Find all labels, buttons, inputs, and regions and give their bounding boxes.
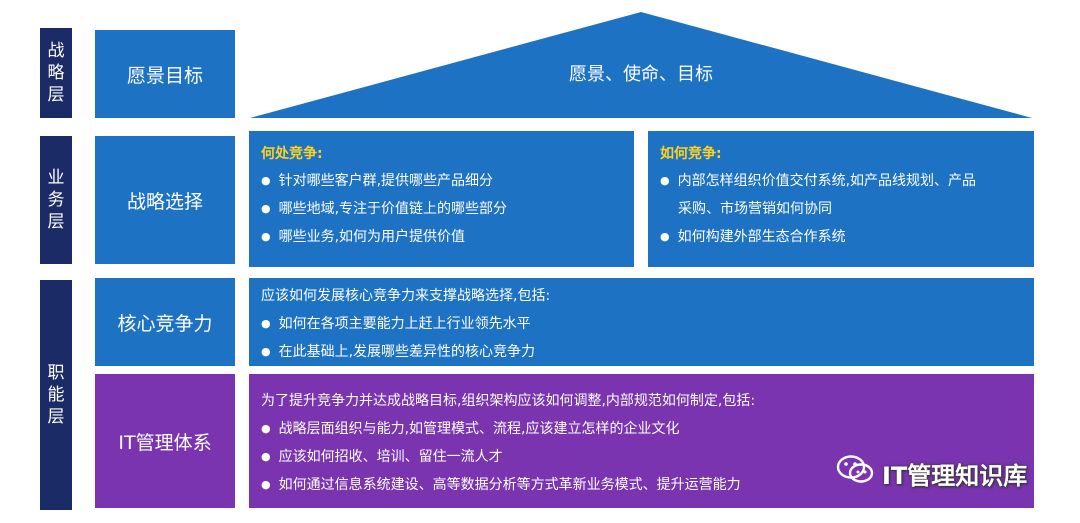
category-vision: 愿景目标 <box>95 30 235 118</box>
it-item: 应该如何招收、培训、留住一流人才 <box>261 443 1022 471</box>
it-intro: 为了提升竞争力并达成战略目标,组织架构应该如何调整,内部规范如何制定,包括: <box>261 393 756 409</box>
roof-triangle <box>250 12 1032 118</box>
core-item: 在此基础上,发展哪些差异性的核心竞争力 <box>261 338 1022 366</box>
it-item: 战略层面组织与能力,如管理模式、流程,应该建立怎样的企业文化 <box>261 415 1022 443</box>
core-item: 如何在各项主要能力上赶上行业领先水平 <box>261 310 1022 338</box>
panel-it-management: 为了提升竞争力并达成战略目标,组织架构应该如何调整,内部规范如何制定,包括: 战… <box>249 374 1034 508</box>
layer-label-function: 职 能 层 <box>40 280 72 510</box>
how-compete-item-continued: 采购、市场营销如何协同 <box>678 201 832 217</box>
wechat-icon <box>836 454 876 492</box>
where-compete-heading: 何处竞争: <box>261 146 323 162</box>
roof-title: 愿景、使命、目标 <box>569 64 713 85</box>
how-compete-item: 如何构建外部生态合作系统 <box>660 223 1022 251</box>
category-strategic-choice: 战略选择 <box>95 136 235 264</box>
where-compete-item: 哪些业务,如何为用户提供价值 <box>261 223 622 251</box>
watermark-text: IT管理知识库 <box>882 461 1028 490</box>
where-compete-item: 哪些地域,专注于价值链上的哪些部分 <box>261 195 622 223</box>
how-compete-heading: 如何竞争: <box>660 146 722 162</box>
it-item: 如何通过信息系统建设、高等数据分析等方式革新业务模式、提升运营能力 <box>261 471 1022 499</box>
category-it-management: IT管理体系 <box>95 374 235 508</box>
layer-label-business: 业 务 层 <box>40 136 72 264</box>
core-intro: 应该如何发展核心竞争力来支撑战略选择,包括: <box>261 288 551 304</box>
panel-core-competence: 应该如何发展核心竞争力来支撑战略选择,包括: 如何在各项主要能力上赶上行业领先水… <box>249 278 1034 366</box>
watermark: IT管理知识库 <box>836 454 1028 492</box>
layer-label-strategy: 战 略 层 <box>40 28 72 118</box>
how-compete-item: 内部怎样组织价值交付系统,如产品线规划、产品 <box>660 167 1022 195</box>
panel-how-compete: 如何竞争: 内部怎样组织价值交付系统,如产品线规划、产品 采购、市场营销如何协同… <box>648 131 1034 267</box>
where-compete-item: 针对哪些客户群,提供哪些产品细分 <box>261 167 622 195</box>
category-core-competence: 核心竞争力 <box>95 278 235 366</box>
panel-where-compete: 何处竞争: 针对哪些客户群,提供哪些产品细分 哪些地域,专注于价值链上的哪些部分… <box>249 131 634 267</box>
